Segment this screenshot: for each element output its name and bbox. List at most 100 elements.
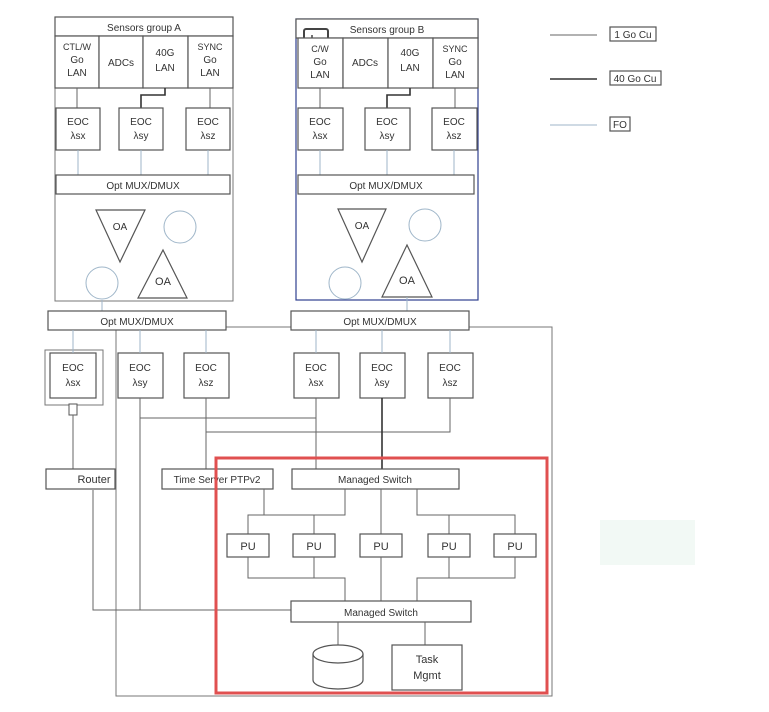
processing-eoc — [359, 352, 406, 399]
group-a-cell-label: Go — [203, 55, 217, 66]
group-b-cell-label: LAN — [310, 70, 329, 81]
processing-eocs: EOC λsy EOC λsz EOC λsx EOC λsy EOC λsz — [117, 352, 474, 399]
legend-label-box — [609, 26, 657, 42]
eoc-wavelength: λsy — [133, 378, 148, 389]
processing-highlight — [214, 456, 549, 695]
group-b-fiber-coil — [408, 208, 442, 242]
processing-unit-label: PU — [507, 541, 522, 553]
group-a-eoc — [118, 107, 164, 151]
group-b-eocs: EOC λsx EOC λsy EOC λsz — [297, 107, 478, 151]
managed-switch-top — [291, 468, 460, 490]
eoc-label: EOC — [130, 117, 152, 128]
group-a-cell-label: LAN — [67, 68, 86, 79]
mux-right — [290, 310, 470, 331]
group-b-title: Sensors group B — [350, 25, 425, 36]
eoc-label: EOC — [62, 363, 84, 374]
group-b-cell — [297, 37, 344, 89]
group-a-oa-small-label: OA — [113, 222, 128, 233]
eoc-label: EOC — [371, 363, 393, 374]
legend-label-box — [609, 70, 662, 86]
group-a-cell-label: SYNC — [197, 42, 223, 52]
group-b-cell-label: Go — [313, 57, 327, 68]
eoc-label: EOC — [197, 117, 219, 128]
router-label: Router — [77, 474, 110, 486]
eoc-label: EOC — [67, 117, 89, 128]
group-b-cell — [387, 37, 434, 89]
group-a-title: Sensors group A — [107, 23, 181, 34]
group-a-cell — [54, 35, 100, 89]
group-b-eoc — [364, 107, 411, 151]
group-a-cell-label: ADCs — [108, 58, 134, 69]
eoc-wavelength: λsx — [66, 378, 81, 389]
group-b-cell-label: C/W — [311, 44, 329, 54]
task-mgmt — [391, 644, 463, 691]
group-b-mux-label: Opt MUX/DMUX — [349, 181, 423, 192]
group-a-cell — [187, 35, 234, 89]
group-a-eoc — [185, 107, 231, 151]
connector-icon — [68, 403, 78, 416]
router — [45, 468, 116, 490]
eoc-wavelength: λsy — [134, 131, 149, 142]
eoc-label: EOC — [195, 363, 217, 374]
group-b-cell-label: SYNC — [442, 44, 468, 54]
task-mgmt-label: Mgmt — [413, 670, 441, 682]
group-b-fiber-coil — [328, 266, 362, 300]
eoc-wavelength: λsz — [447, 131, 462, 142]
eoc-label: EOC — [305, 363, 327, 374]
group-b-cell-label: 40G — [401, 48, 420, 59]
eoc-label: EOC — [439, 363, 461, 374]
eoc-label: EOC — [376, 117, 398, 128]
group-a-cells: CTL/W Go LAN ADCs 40G LAN SYNC Go LAN — [54, 35, 234, 89]
group-b-oa-large-label: OA — [399, 275, 416, 287]
group-a-cell-label: CTL/W — [63, 42, 92, 52]
group-a-fiber-coil — [163, 210, 197, 244]
faint-watermark — [600, 520, 695, 565]
group-a-cell — [98, 35, 144, 89]
processing-eoc — [427, 352, 474, 399]
group-a-eocs: EOC λsx EOC λsy EOC λsz — [55, 107, 231, 151]
group-b-mux — [297, 174, 475, 195]
processing-unit-label: PU — [373, 541, 388, 553]
eoc-wavelength: λsx — [313, 131, 328, 142]
eoc-wavelength: λsz — [199, 378, 214, 389]
eoc-label: EOC — [129, 363, 151, 374]
storage-database-icon — [312, 644, 364, 690]
eoc-left — [49, 352, 97, 399]
managed-switch-bottom-label: Managed Switch — [344, 608, 418, 619]
group-a-cell — [142, 35, 189, 89]
eoc-label: EOC — [309, 117, 331, 128]
mux-right-label: Opt MUX/DMUX — [343, 317, 417, 328]
group-b-oa-small-label: OA — [355, 221, 370, 232]
group-b-oa-small — [337, 208, 387, 264]
processing-eoc — [293, 352, 340, 399]
legend-label: 1 Go Cu — [614, 30, 651, 41]
eoc-wavelength: λsy — [380, 131, 395, 142]
eoc-wavelength: λsy — [375, 378, 390, 389]
group-b-eoc — [297, 107, 344, 151]
eoc-wavelength: λsx — [71, 131, 86, 142]
group-b-cell-label: LAN — [400, 63, 419, 74]
processing-unit-label: PU — [441, 541, 456, 553]
group-b-eoc — [431, 107, 478, 151]
group-a-cell-label: Go — [70, 55, 84, 66]
task-mgmt-label: Task — [416, 654, 439, 666]
eoc-label: EOC — [443, 117, 465, 128]
processing-eoc — [117, 352, 164, 399]
group-b-cell — [342, 37, 389, 89]
mux-left-label: Opt MUX/DMUX — [100, 317, 174, 328]
eoc-wavelength: λsz — [201, 131, 216, 142]
group-b-cells: C/W Go LAN ADCs 40G LAN SYNC Go LAN — [297, 37, 479, 89]
managed-switch-bottom — [290, 600, 472, 623]
group-a-eoc — [55, 107, 101, 151]
group-a-cell-label: LAN — [155, 63, 174, 74]
processing-eoc — [183, 352, 230, 399]
group-a-fiber-coil — [85, 266, 119, 300]
legend-label: 40 Go Cu — [614, 74, 657, 85]
managed-switch-top-label: Managed Switch — [338, 475, 412, 486]
processing-unit-label: PU — [306, 541, 321, 553]
legend: 1 Go Cu 40 Go Cu FO — [550, 26, 662, 132]
group-a-cell-label: 40G — [156, 48, 175, 59]
processing-unit-label: PU — [240, 541, 255, 553]
eoc-wavelength: λsz — [443, 378, 458, 389]
mux-left — [47, 310, 227, 331]
